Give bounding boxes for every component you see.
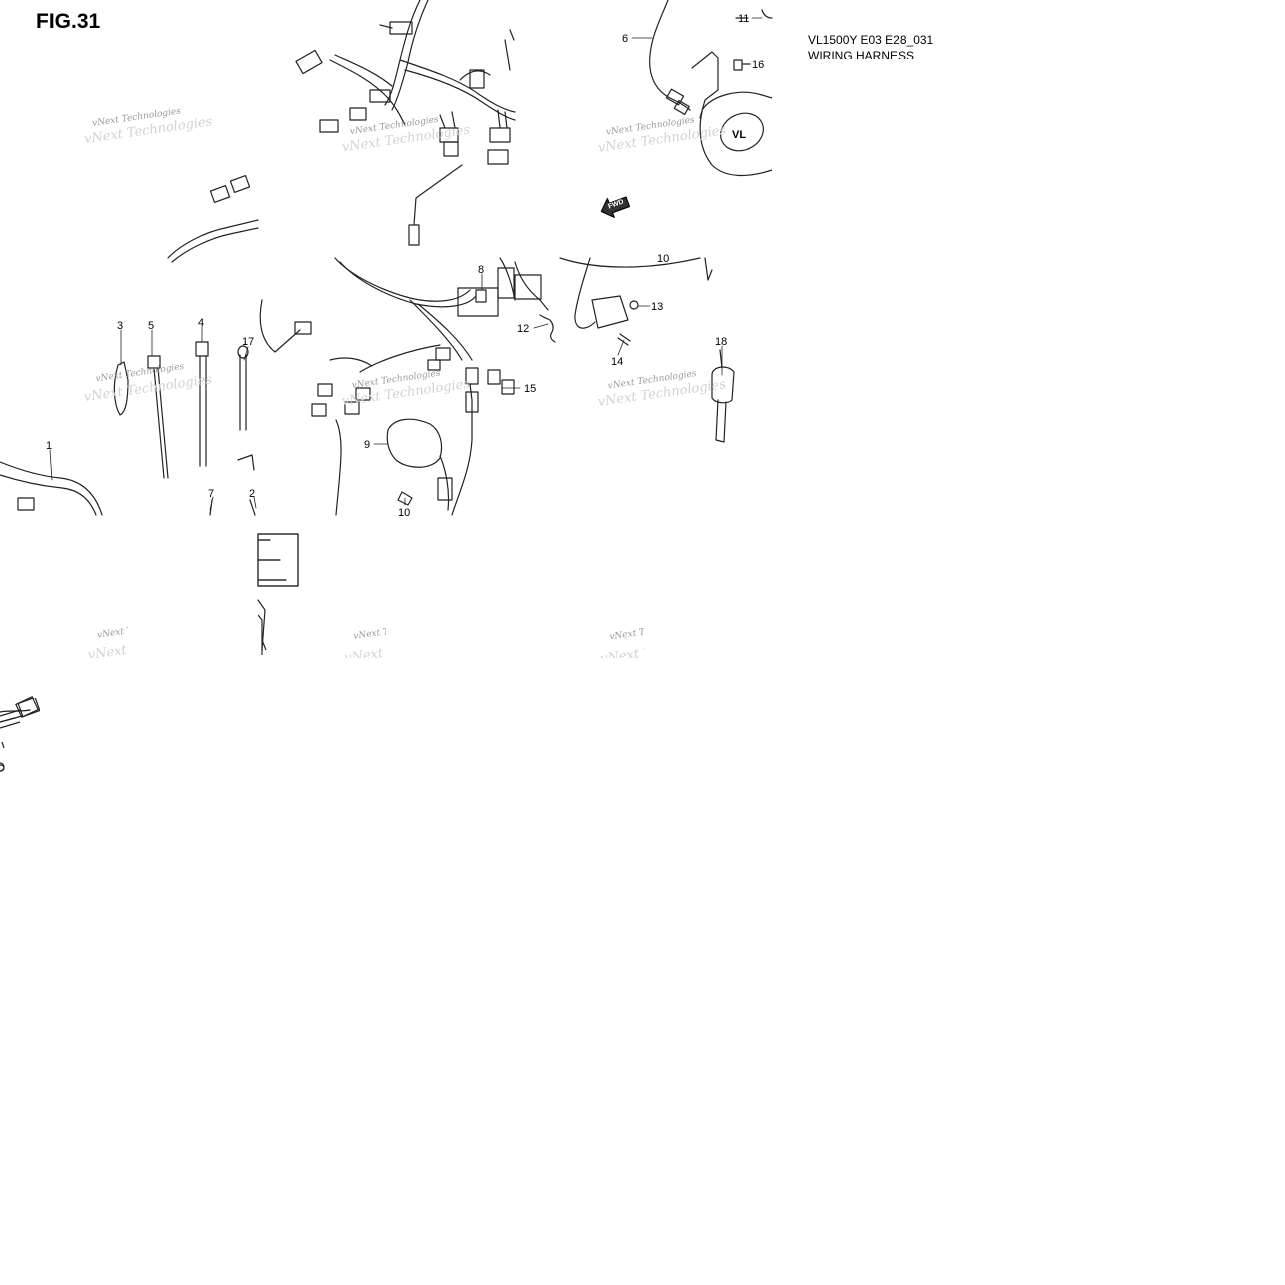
watermarks: vNext Technologies vNext Technologies vN…	[83, 106, 727, 409]
callout-5: 5	[148, 320, 154, 332]
callout-10: 10	[398, 507, 410, 519]
callout-3: 3	[117, 320, 123, 332]
callout-17: 17	[242, 336, 254, 348]
callout-13: 13	[651, 301, 663, 313]
figure-code: VL1500Y E03 E28_031	[808, 33, 934, 47]
callout-9: 9	[364, 439, 370, 451]
callout-8: 8	[478, 264, 484, 276]
callout-4: 4	[198, 317, 204, 329]
callout-2: 2	[249, 488, 255, 500]
callout-1: 1	[46, 440, 52, 452]
callout-14: 14	[611, 356, 623, 368]
callout-12: 12	[517, 323, 529, 335]
fwd-arrow-icon	[600, 196, 631, 218]
callout-11: 11	[738, 13, 749, 25]
horn-emblem: VL	[732, 129, 746, 141]
edge-fragment	[0, 696, 39, 772]
callout-16: 16	[752, 59, 764, 71]
callout-18: 18	[715, 336, 727, 348]
upper-harness-drawing	[295, 0, 516, 246]
figure-subtitle: WIRING HARNESS	[808, 49, 915, 59]
leader-lines	[49, 17, 763, 511]
figure-title: FIG.31	[36, 10, 101, 33]
tile-clip	[0, 658, 772, 698]
callout-labels: 1 2 3 4 5 6 7 8 9 10 11 12 13 14 15 16 1…	[46, 13, 764, 519]
ignition-drawing	[259, 257, 516, 516]
switch-key-drawing	[514, 257, 735, 443]
callout-15: 15	[524, 383, 536, 395]
callout-10-partial: 10	[657, 253, 669, 265]
tile-clip	[40, 698, 772, 772]
callout-6: 6	[622, 33, 628, 45]
callout-7: 7	[208, 488, 214, 500]
clamps-drawing	[0, 175, 259, 516]
unloaded-tile-area	[0, 772, 1285, 1285]
tile-gap	[0, 515, 256, 615]
unloaded-tile-area	[772, 60, 1285, 772]
horn-drawing	[559, 0, 773, 281]
